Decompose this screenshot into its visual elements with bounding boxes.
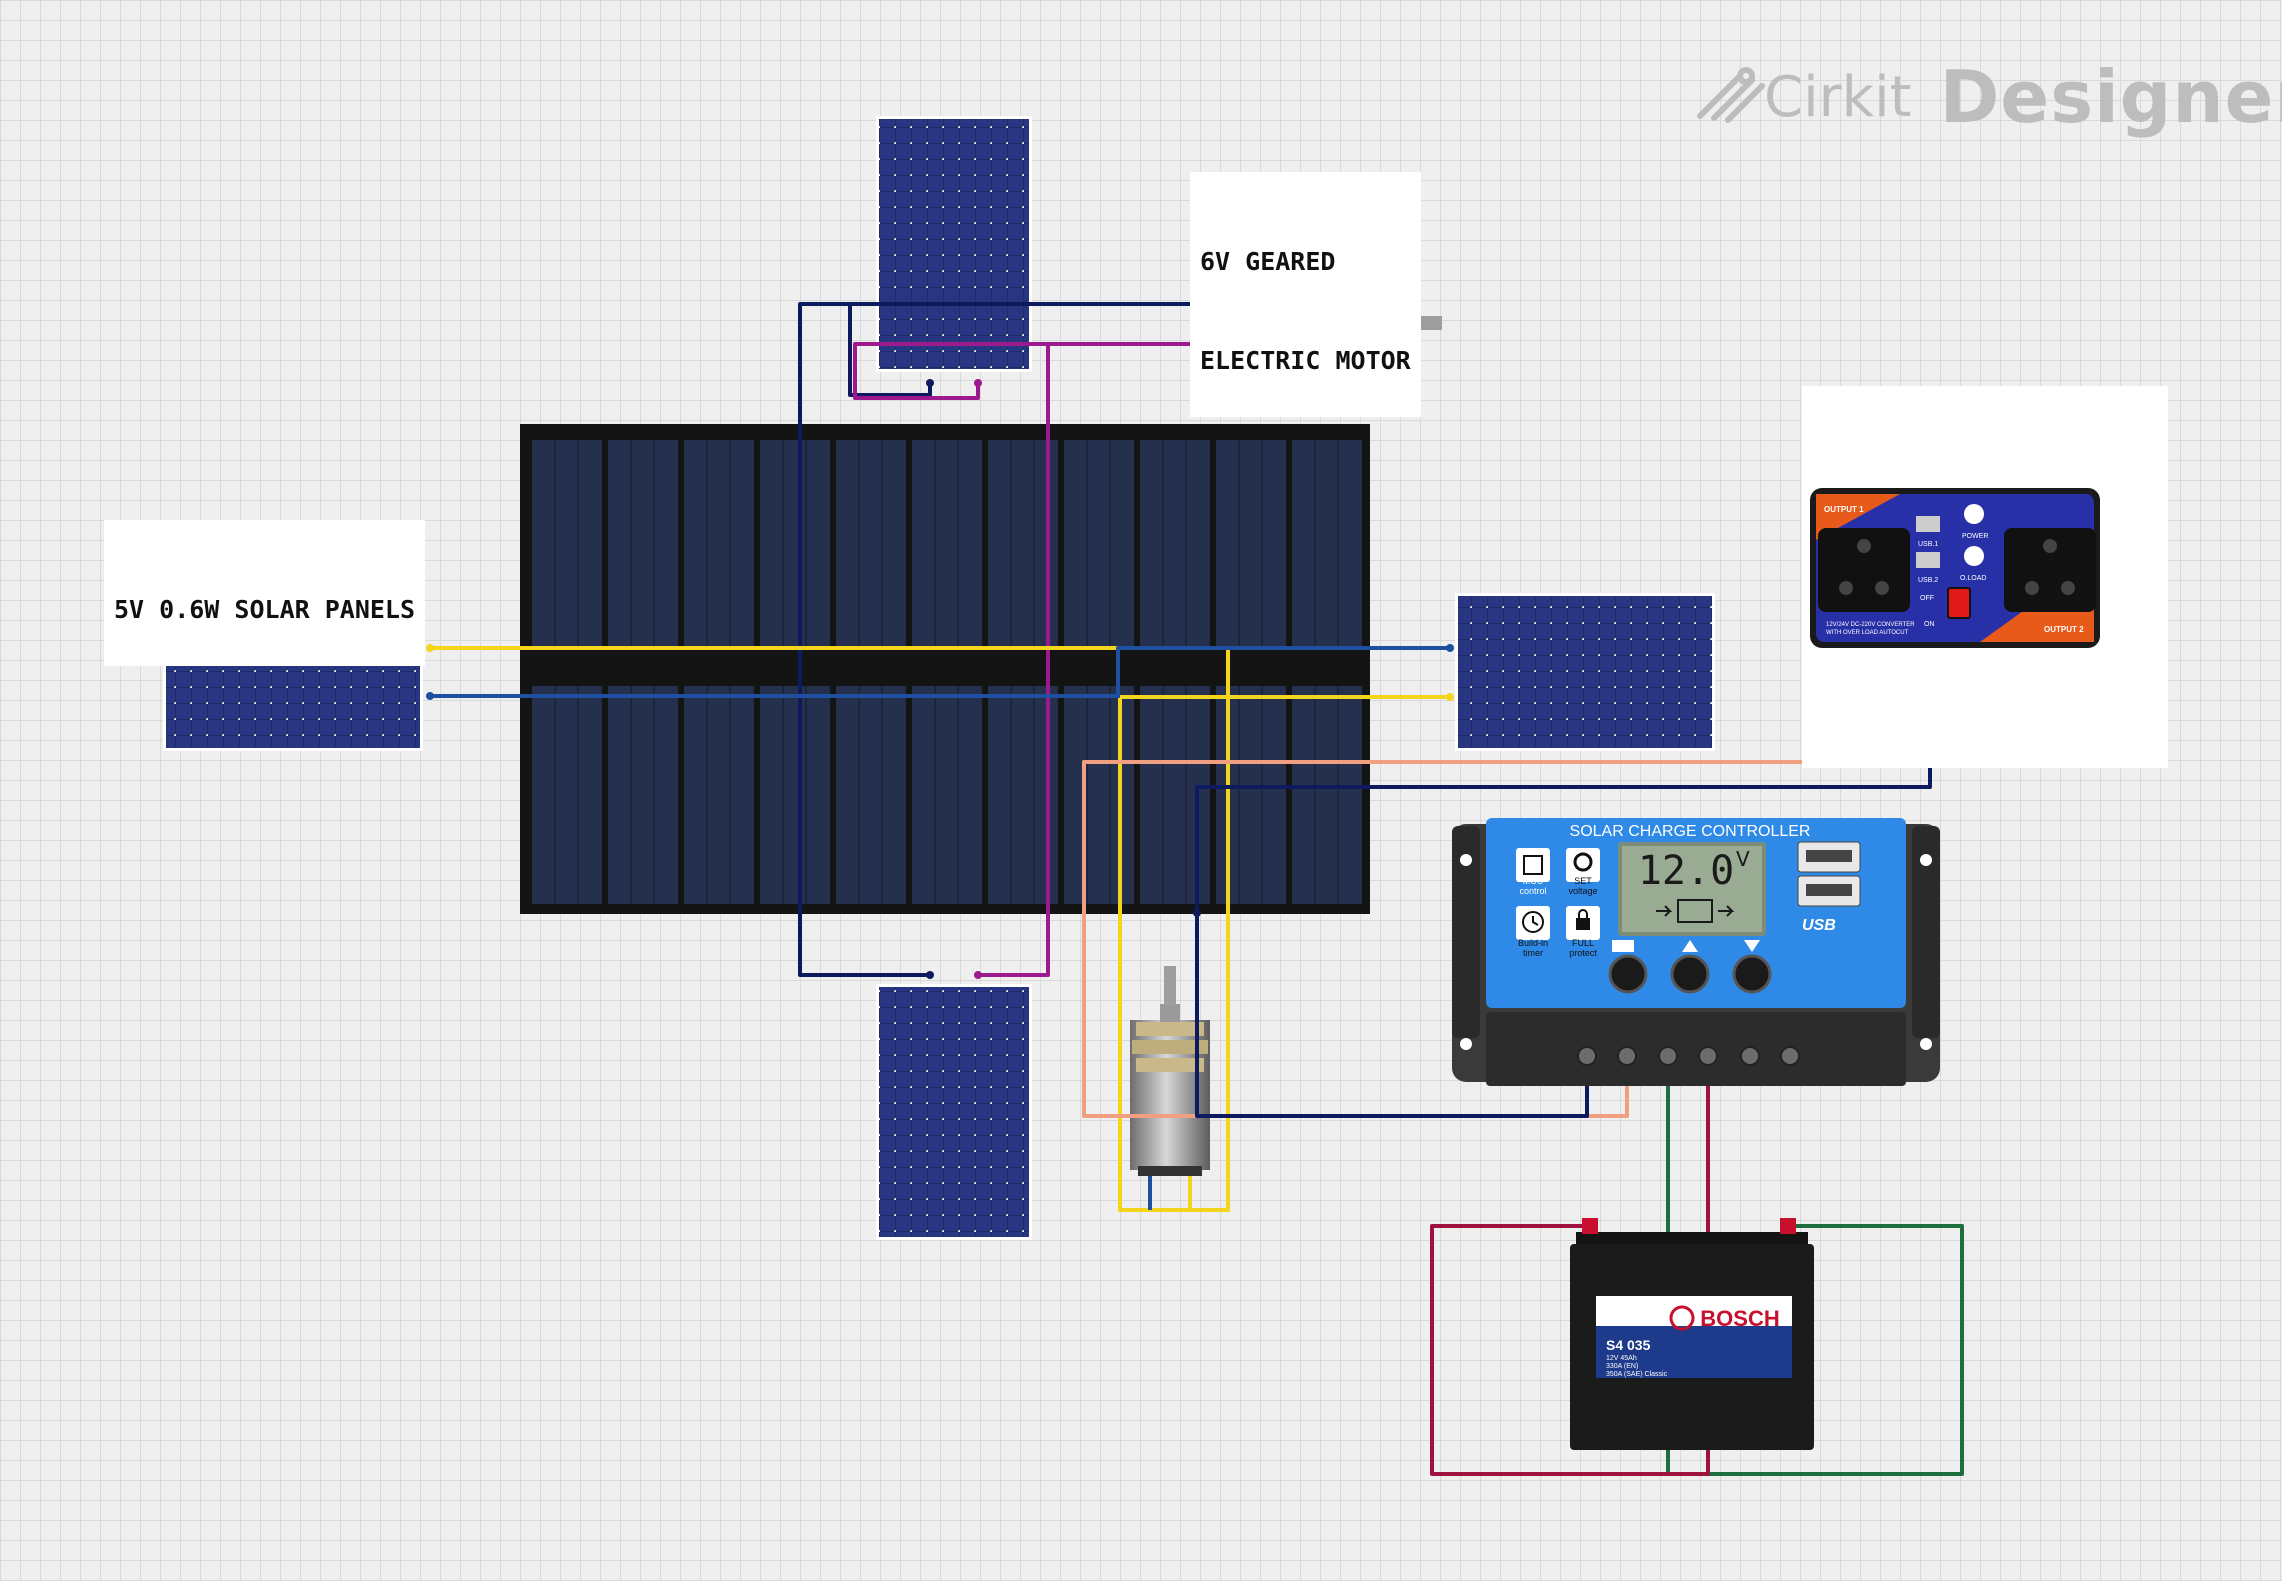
wire-blue-right[interactable] xyxy=(1116,646,1450,696)
solar-cell-strip xyxy=(912,440,982,650)
terminal-solar-neg[interactable] xyxy=(1740,1046,1760,1066)
full-sublabel: protect xyxy=(1569,948,1597,958)
solar-charge-controller[interactable]: SOLAR CHARGE CONTROLLER 12.0 V MCU contr… xyxy=(1452,818,1940,1086)
battery-model: S4 035 xyxy=(1606,1337,1651,1353)
timer-sublabel: timer xyxy=(1523,948,1543,958)
inverter-usb1-label: USB.1 xyxy=(1918,541,1938,548)
solar-cell-strip xyxy=(684,686,754,904)
solar-cell-strip xyxy=(608,440,678,650)
solar-label-text: 5V 0.6W SOLAR PANELS xyxy=(114,595,416,624)
switch-off-label: OFF xyxy=(1920,595,1934,602)
solar-cell-strip xyxy=(912,686,982,904)
mcu-chip-icon xyxy=(1523,855,1543,875)
inverter-power-switch[interactable] xyxy=(1947,587,1971,619)
wire-yellow-left[interactable] xyxy=(430,646,1450,1212)
overload-label: O.LOAD xyxy=(1960,575,1986,582)
solar-cell-strip xyxy=(1216,440,1286,650)
solar-panel-right[interactable] xyxy=(1455,593,1715,751)
lcd-battery-icon xyxy=(1677,899,1713,923)
mcu-sublabel: control xyxy=(1519,886,1546,896)
overload-indicator xyxy=(1964,546,1984,566)
inverter-socket-2[interactable] xyxy=(2004,528,2096,612)
solar-cell-strip xyxy=(836,440,906,650)
timer-clock-icon xyxy=(1522,911,1544,933)
solar-cell-strip xyxy=(760,440,830,650)
controller-terminals xyxy=(1577,1046,1800,1066)
battery-brand: BOSCH xyxy=(1700,1306,1779,1331)
battery-spec-1: 12V 45Ah xyxy=(1606,1355,1637,1362)
solar-panel-bottom[interactable] xyxy=(876,984,1032,1240)
wire-navy-top-panel[interactable] xyxy=(848,302,1232,397)
inverter-usb2[interactable] xyxy=(1916,552,1940,568)
solar-cell-strip xyxy=(1140,686,1210,904)
solar-cell-strip xyxy=(532,686,602,904)
terminal-battery-pos[interactable] xyxy=(1698,1046,1718,1066)
lcd-arrow-icon xyxy=(1656,905,1735,917)
dc-ac-inverter[interactable]: OUTPUT 1 OUTPUT 2 USB.1 USB.2 POWER O.LO… xyxy=(1802,386,2168,768)
solar-cell-strip xyxy=(1064,686,1134,904)
car-battery[interactable]: BOSCH S4 035 12V 45Ah 330A (EN) 350A (SA… xyxy=(1570,1218,1814,1450)
motor-label-line1: 6V GEARED xyxy=(1200,247,1336,276)
large-solar-panel[interactable] xyxy=(520,424,1370,914)
solar-cell-strip xyxy=(836,686,906,904)
inverter-output2-label: OUTPUT 2 xyxy=(2044,625,2084,634)
solar-cell-strip xyxy=(532,440,602,650)
inverter-usb2-label: USB.2 xyxy=(1918,577,1938,584)
inverter-usb1[interactable] xyxy=(1916,516,1940,532)
switch-on-label: ON xyxy=(1924,621,1935,628)
battery-spec-3: 350A (SAE) Classic xyxy=(1606,1371,1668,1378)
terminal-battery-neg[interactable] xyxy=(1658,1046,1678,1066)
battery-terminal-pos[interactable] xyxy=(1582,1218,1598,1234)
inverter-model-line1: 12V/24V DC-220V CONVERTER xyxy=(1826,622,1915,628)
solar-cell-strip xyxy=(684,440,754,650)
protect-lock-icon xyxy=(1576,918,1590,930)
inverter-output1-label: OUTPUT 1 xyxy=(1824,505,1864,514)
down-button[interactable] xyxy=(1732,940,1772,994)
inverter-model-line2: WITH OVER LOAD AUTOCUT xyxy=(1826,630,1909,636)
inverter-socket-1[interactable] xyxy=(1818,528,1910,612)
battery-terminal-neg[interactable] xyxy=(1780,1218,1796,1234)
brand-first-word: Cirkit xyxy=(1764,64,1912,130)
set-sublabel: voltage xyxy=(1568,886,1597,896)
solar-cell-strip xyxy=(1292,440,1362,650)
solar-panels-label[interactable]: 5V 0.6W SOLAR PANELS xyxy=(104,520,426,666)
solar-panel-top[interactable] xyxy=(876,116,1032,372)
set-gear-icon xyxy=(1573,852,1593,872)
solar-cell-strip xyxy=(1064,440,1134,650)
lcd-voltage-value: 12.0 xyxy=(1638,848,1734,894)
solar-cell-strip xyxy=(1292,686,1362,904)
usb-label: USB xyxy=(1802,917,1836,934)
power-indicator xyxy=(1964,504,1984,524)
solar-cell-strip xyxy=(1140,440,1210,650)
bosch-logo-icon xyxy=(1669,1305,1695,1331)
motor-label[interactable]: 6V GEARED ELECTRIC MOTOR xyxy=(1190,172,1421,417)
lcd-voltage-unit: V xyxy=(1736,847,1750,871)
brand-second-word: Designer xyxy=(1939,55,2282,139)
power-label: POWER xyxy=(1962,533,1988,540)
solar-cell-strip xyxy=(608,686,678,904)
cirkit-designer-logo: Cirkit Designer xyxy=(1690,52,2282,142)
set-label: SET xyxy=(1574,876,1592,886)
cirkit-logo-icon xyxy=(1697,67,1765,123)
up-button[interactable] xyxy=(1670,940,1710,994)
solar-cell-strip xyxy=(760,686,830,904)
wire-magenta-top-panel[interactable] xyxy=(853,342,1232,400)
terminal-load-neg[interactable] xyxy=(1577,1046,1597,1066)
battery-spec-2: 330A (EN) xyxy=(1606,1363,1638,1370)
motor-label-line2: ELECTRIC MOTOR xyxy=(1200,346,1411,375)
terminal-load-pos[interactable] xyxy=(1617,1046,1637,1066)
controller-title: SOLAR CHARGE CONTROLLER xyxy=(1570,823,1811,840)
full-label: FULL xyxy=(1572,938,1594,948)
mcu-label: MCU xyxy=(1523,876,1544,886)
timer-label: Build-in xyxy=(1518,938,1548,948)
menu-button[interactable] xyxy=(1608,940,1648,994)
terminal-solar-pos[interactable] xyxy=(1780,1046,1800,1066)
